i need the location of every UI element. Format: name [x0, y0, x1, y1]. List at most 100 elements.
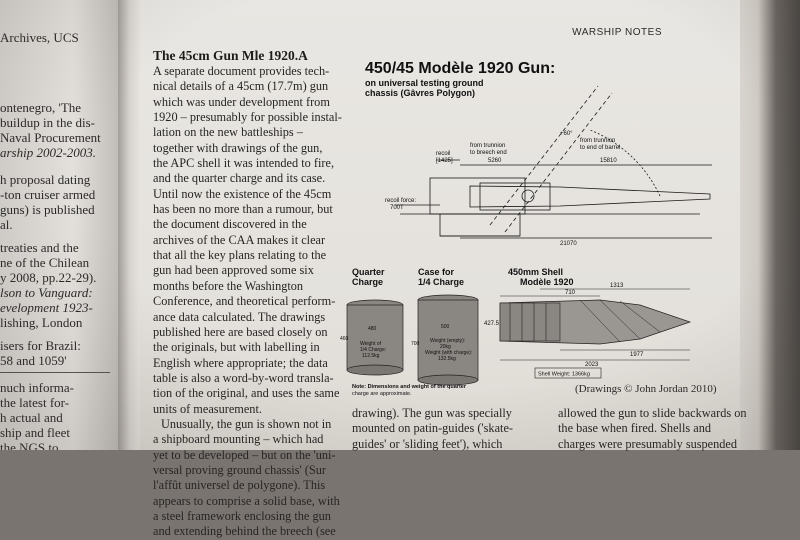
body-line: appears to comprise a solid base, with [153, 493, 340, 508]
label-to-barrel-end: to end of barrel [580, 145, 620, 151]
case-title: 1/4 Charge [418, 277, 464, 287]
body-line: has been no more than a rumour, but [153, 202, 333, 217]
label-barrel-dim: 15810 [600, 158, 617, 164]
body-line: table is also a word-by-word transla- [153, 370, 334, 385]
body-line: mounted on patin-guides ('skate- [352, 421, 514, 436]
left-page-line: Naval Procurement [0, 130, 101, 145]
bottom-column-3: allowed the gun to slide backwards on th… [558, 406, 747, 452]
body-line: the originals, but with labelling in [153, 340, 320, 355]
shell-hatch [579, 299, 621, 343]
shell-hatch [599, 299, 641, 340]
body-line: nical details of a 45cm (17.7m) gun [153, 79, 329, 94]
body-line: and extending behind the breech (see [153, 524, 336, 539]
label-to-breech: to breech end [470, 150, 507, 156]
label-recoil-force: recoil force: [385, 198, 416, 204]
body-line: that all the key plans relating to the [153, 248, 327, 263]
page-edge [740, 0, 800, 450]
left-page-line: guns) is published [0, 202, 95, 217]
shell-dim-2023: 2023 [585, 362, 599, 368]
quarter-charge-body [346, 304, 404, 371]
left-page-line: Archives, UCS [0, 30, 79, 45]
left-page-line: nuch informa- [0, 380, 75, 395]
shell-hatch [619, 300, 661, 333]
elevation-arc [589, 129, 661, 197]
left-page-rule [0, 372, 110, 373]
left-page-line: ontenegro, 'The [0, 100, 82, 115]
shell-title: Modèle 1920 [520, 277, 574, 287]
quarter-charge-weight: 1/4 Charge: [360, 347, 386, 353]
case-dia: 500 [441, 324, 450, 330]
body-line: a steel framework enclosing the gun [153, 508, 331, 523]
drawing-credit: (Drawings © John Jordan 2010) [575, 383, 717, 395]
body-line: Conference, and theoretical perform- [153, 294, 336, 309]
case-bottom [417, 374, 479, 386]
case-body [417, 299, 479, 381]
quarter-charge-title: Quarter [352, 267, 385, 277]
left-page-line: the latest for- [0, 395, 70, 410]
quarter-charge-height: 460 [340, 336, 349, 342]
left-page: Archives, UCS ontenegro, 'The buildup in… [0, 0, 122, 450]
figure-note: Note: Dimensions and weight of the quart… [352, 384, 467, 390]
article-title: The 45cm Gun Mle 1920.A [153, 48, 308, 63]
body-line: the base when fired. Shells and [558, 421, 711, 436]
gun-profile [395, 85, 712, 239]
body-line: versal proving ground chassis' (Sur [153, 462, 326, 477]
label-breech-dim: 5260 [488, 158, 502, 164]
body-line: tion of the original, and uses the same [153, 386, 340, 401]
left-page-line: treaties and the [0, 240, 79, 255]
body-line: drawing). The gun was specially [352, 406, 512, 420]
body-line: units of measurement. [153, 401, 262, 416]
body-line: published here are based closely on [153, 324, 328, 339]
gun-labels: recoil [1425] from trunnion to breech en… [385, 131, 620, 247]
shell-dim-427: 427.5 [484, 321, 500, 327]
gun-barrel [469, 185, 711, 208]
shell-dim-1313: 1313 [610, 283, 624, 289]
figure-subtitle: on universal testing ground chassis (Gâv… [365, 78, 484, 98]
gun-barrel-elevated [489, 85, 599, 226]
body-line: months before the Washington [153, 278, 304, 293]
body-line: archives of the CAA makes it clear [153, 232, 326, 247]
case-title: Case for [418, 267, 455, 277]
body-line: charges were presumably suspended [558, 436, 738, 451]
shell-title: 450mm Shell [508, 267, 563, 277]
body-line: and the quarter charge and its case. [153, 171, 326, 186]
gun-drawing: recoil [1425] from trunnion to breech en… [340, 85, 712, 397]
body-line: l'affût universel de polygone). This [153, 478, 326, 493]
left-page-line: y 2008, pp.22-29). [0, 270, 97, 285]
quarter-charge-dia: 480 [368, 326, 377, 332]
left-page-line: the NGS to [0, 440, 59, 450]
body-line: the document discovered in the [153, 217, 307, 232]
case-height: 700 [411, 341, 420, 347]
left-page-line: arship 2002-2003. [0, 145, 97, 160]
left-page-line: ne of the Chilean [0, 255, 90, 270]
case-weight: 20kg [440, 344, 451, 350]
label-from-trunnion-2: from trunnion [580, 138, 615, 144]
body-line: together with drawings of the gun, [153, 140, 323, 155]
label-recoil-value: [1425] [436, 158, 453, 164]
book-gutter [118, 0, 144, 450]
figure-subtitle-line: on universal testing ground [365, 78, 484, 88]
label-elevation: +60° [560, 131, 573, 137]
case-weight: Weight (empty): [430, 338, 465, 344]
left-page-line: lishing, London [0, 315, 83, 330]
left-page-line: evelopment 1923- [0, 300, 93, 315]
shell-weight: Shell Weight: 1366kg [538, 372, 590, 378]
left-page-line: h actual and [0, 410, 63, 425]
body-line: guides' or 'sliding feet'), which [352, 436, 503, 451]
gun-breech [479, 182, 551, 211]
body-line: lation on the new battleships – [153, 125, 303, 140]
case-weight: 132.5kg [438, 356, 456, 362]
figure-note: charge are approximate. [352, 391, 412, 397]
left-page-line: 58 and 1059' [0, 353, 67, 368]
shell-base [499, 302, 561, 342]
quarter-charge-bottom [346, 364, 404, 376]
body-line: A separate document provides tech- [153, 64, 330, 78]
body-line: ance data calculated. The drawings [153, 309, 326, 324]
running-head: WARSHIP NOTES [572, 27, 662, 38]
figure-subtitle-line: chassis (Gâvres Polygon) [365, 88, 476, 98]
left-page-line: al. [0, 217, 13, 232]
body-line: English where appropriate; the data [153, 355, 328, 370]
gun-base-pit [439, 213, 521, 237]
quarter-charge-weight: 112.5kg [362, 353, 380, 359]
body-line: Until now the existence of the 45cm [153, 186, 332, 201]
